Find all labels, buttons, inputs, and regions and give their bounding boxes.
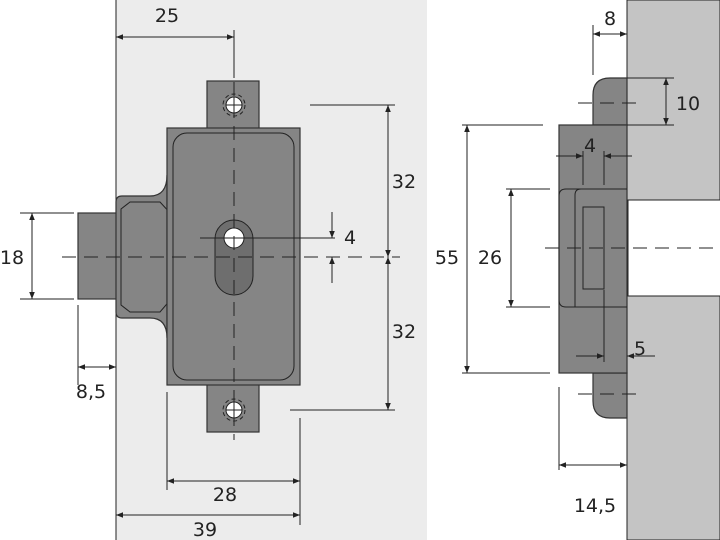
dim-32-lower: 32	[392, 321, 416, 343]
dim-39: 39	[193, 519, 217, 540]
dim-32-upper: 32	[392, 171, 416, 193]
dim-55: 55	[435, 247, 459, 269]
side-body	[558, 124, 628, 374]
bottom-flange	[592, 372, 628, 419]
front-view: 25 32 32 4 18 8,5 28 39	[0, 0, 427, 540]
dim-4-bolt: 4	[584, 135, 596, 157]
dim-4-slot: 4	[344, 227, 356, 249]
housing-inner	[120, 201, 173, 313]
top-flange	[592, 77, 628, 126]
dim-25: 25	[155, 5, 179, 27]
bolt-inner	[574, 188, 627, 307]
cylinder	[77, 212, 119, 300]
dim-10: 10	[676, 93, 700, 115]
dim-5: 5	[634, 338, 646, 360]
side-view: 8 10 4 55 26 5 14,5	[435, 0, 720, 540]
dim-8: 8	[604, 8, 616, 30]
dim-28: 28	[213, 484, 237, 506]
dim-26: 26	[478, 247, 502, 269]
dim-18: 18	[0, 247, 24, 269]
bolt-slot	[582, 206, 605, 290]
dim-14-5: 14,5	[574, 495, 616, 517]
dim-8-5: 8,5	[76, 381, 106, 403]
